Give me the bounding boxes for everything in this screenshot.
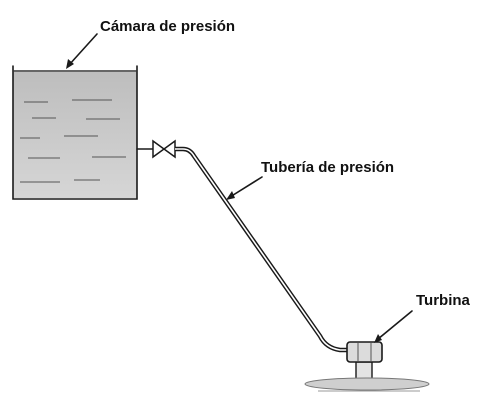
- chamber-walls: [12, 65, 138, 200]
- label-tuberia: Tubería de presión: [226, 159, 394, 200]
- label-camara: Cámara de presión: [66, 18, 235, 69]
- svg-text:Turbina: Turbina: [416, 292, 471, 309]
- pressure-chamber: [12, 65, 138, 200]
- turbine: [304, 341, 430, 392]
- valve-icon: [136, 139, 176, 159]
- turbine-housing: [346, 341, 383, 363]
- label-turbina: Turbina: [374, 292, 471, 343]
- chamber-water: [13, 70, 137, 198]
- water-level-dashes: [20, 99, 126, 183]
- svg-text:Tubería de presión: Tubería de presión: [261, 159, 394, 176]
- penstock-pipe: [175, 146, 348, 353]
- tailwater-pool: [304, 377, 430, 391]
- svg-text:Cámara de presión: Cámara de presión: [100, 18, 235, 35]
